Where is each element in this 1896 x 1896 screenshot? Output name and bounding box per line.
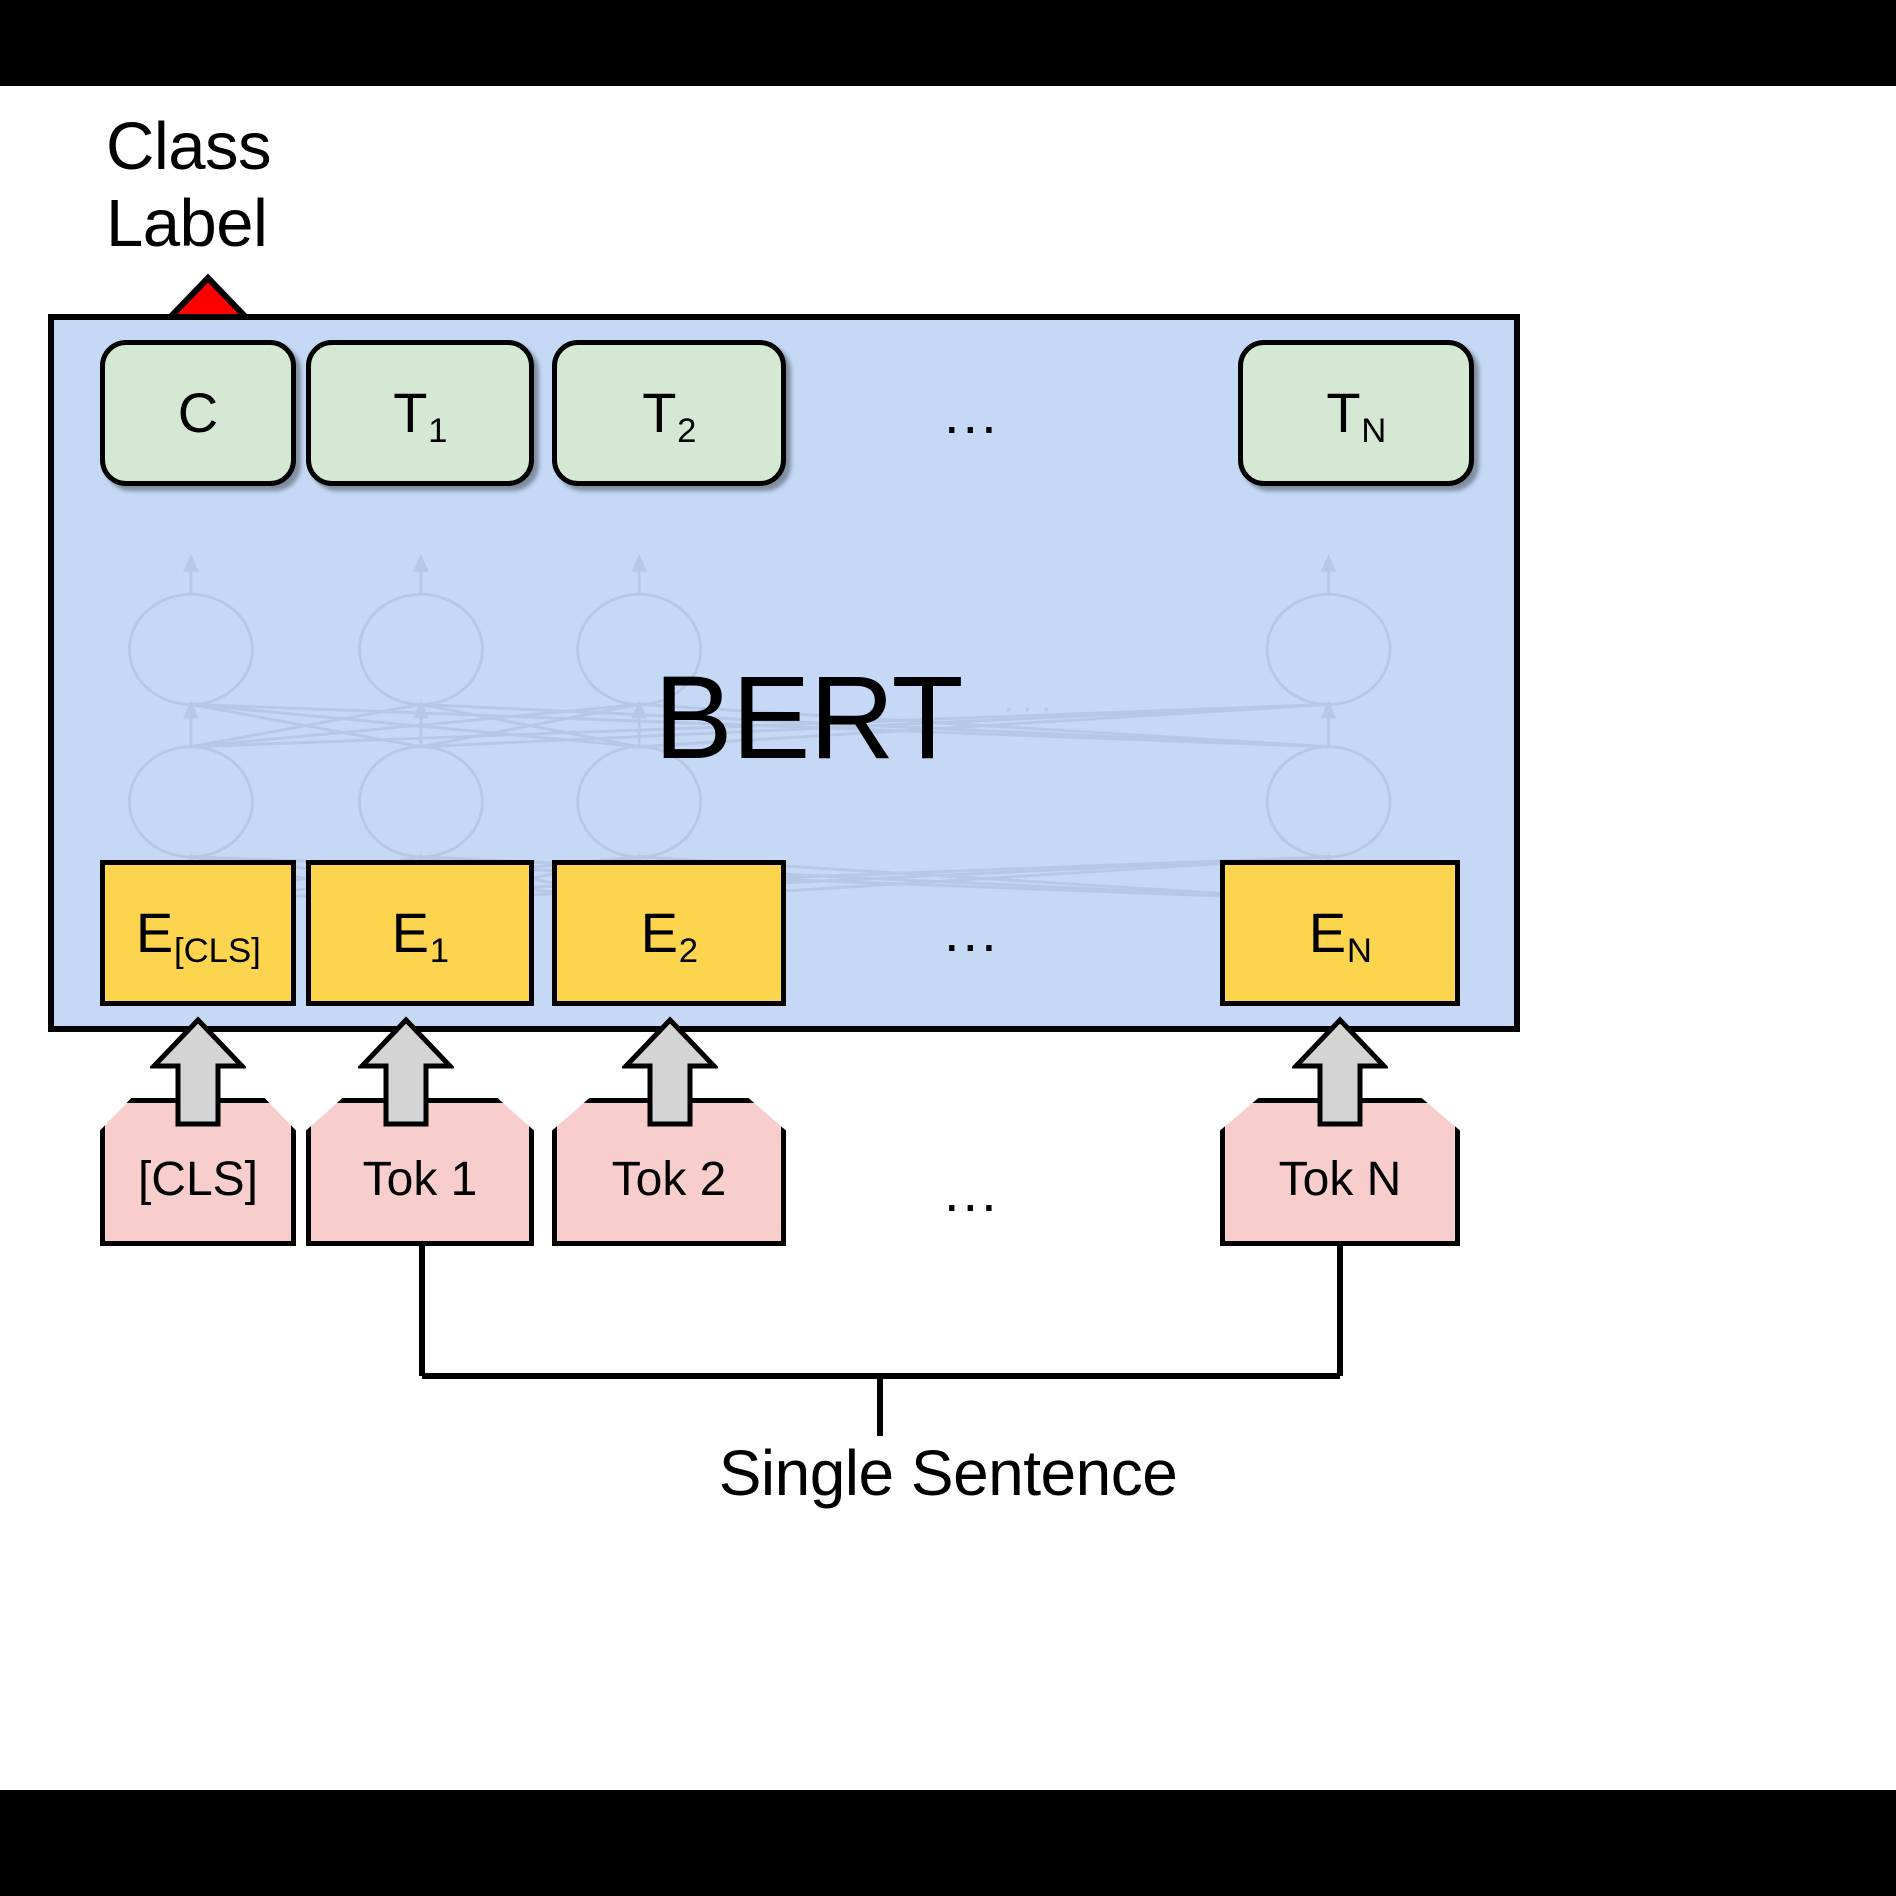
output-box-cls-label: C [177, 381, 219, 444]
embedding-box-en-label: EN [1308, 901, 1372, 971]
output-box-t2-label: T2 [642, 381, 697, 451]
embedding-box-e2-label: E2 [640, 901, 699, 971]
embedding-row-ellipsis: ... [944, 900, 1000, 963]
token-box-cls-label: [CLS] [137, 1152, 259, 1206]
embedding-box-e2[interactable]: E2 [552, 860, 786, 1006]
svg-text:. . .: . . . [1004, 842, 1051, 879]
embedding-box-e1[interactable]: E1 [306, 860, 534, 1006]
output-box-t1[interactable]: T1 [306, 340, 534, 486]
token-box-tok1-label: Tok 1 [362, 1152, 478, 1206]
svg-text:. . .: . . . [1004, 682, 1051, 719]
output-box-tn-label: TN [1326, 381, 1387, 451]
letterbox-bar-bottom [0, 1790, 1896, 1896]
output-box-tn[interactable]: TN [1238, 340, 1474, 486]
token-box-tok2-label: Tok 2 [611, 1152, 727, 1206]
embedding-box-cls-label: E[CLS] [135, 901, 261, 971]
token-box-tokn[interactable]: Tok N [1220, 1098, 1460, 1246]
output-box-cls[interactable]: C [100, 340, 296, 486]
token-row-ellipsis: ... [944, 1160, 1000, 1223]
letterbox-bar-top [0, 0, 1896, 86]
input-arrow-icon-tok1 [358, 1016, 454, 1127]
token-box-tokn-label: Tok N [1278, 1152, 1402, 1206]
output-box-t1-label: T1 [393, 381, 448, 451]
input-arrow-icon-tokn [1292, 1016, 1388, 1127]
sentence-bracket-connector [419, 1246, 1343, 1436]
embedding-box-en[interactable]: EN [1220, 860, 1460, 1006]
input-arrow-icon-tok2 [622, 1016, 718, 1127]
input-arrow-icon-cls [150, 1016, 246, 1127]
diagram-body: Class Label [0, 86, 1896, 1790]
output-row-ellipsis: ... [944, 382, 1000, 445]
embedding-box-e1-label: E1 [391, 901, 450, 971]
bert-model-label: BERT [654, 652, 964, 784]
embedding-box-cls[interactable]: E[CLS] [100, 860, 296, 1006]
single-sentence-caption: Single Sentence [718, 1437, 1178, 1509]
output-box-t2[interactable]: T2 [552, 340, 786, 486]
class-label-caption: Class Label [106, 109, 272, 262]
